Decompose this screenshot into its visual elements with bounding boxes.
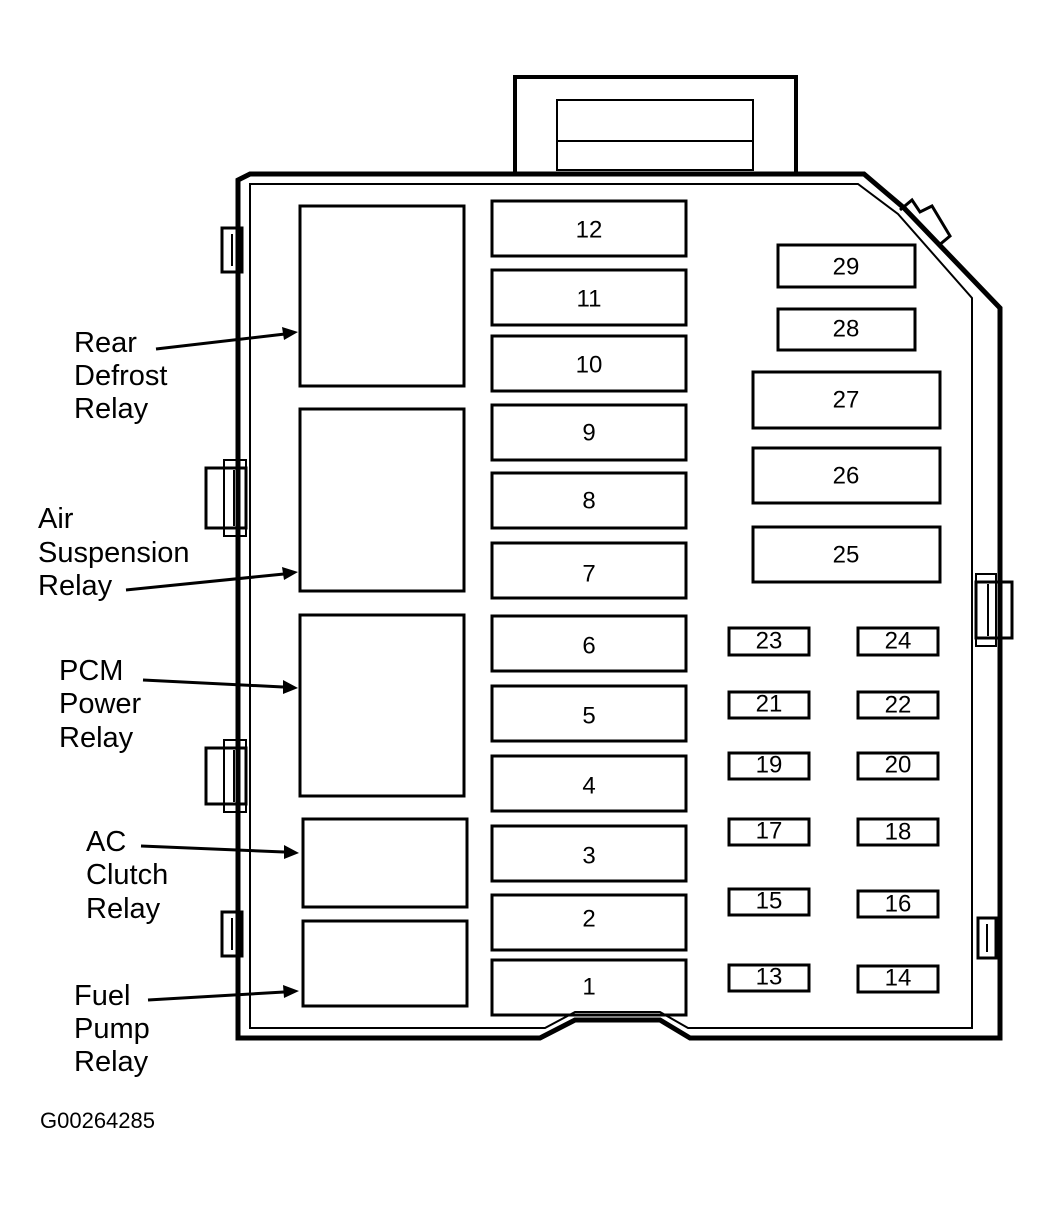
fuse-label: 18 — [885, 818, 912, 845]
fuse-11: 11 — [490, 268, 688, 327]
fuse-label: 29 — [833, 253, 860, 280]
fuse-label: 21 — [756, 690, 783, 717]
corner-latch — [899, 197, 952, 248]
label-pcm-power-line3: Relay — [59, 722, 134, 754]
fuse-label: 24 — [885, 627, 912, 654]
fuse-label: 6 — [582, 632, 595, 659]
fuse-label: 19 — [756, 751, 783, 778]
label-rear-defrost-line3: Relay — [74, 393, 149, 425]
label-fuel-pump-line2: Pump — [74, 1013, 150, 1045]
fuse-16: 16 — [856, 889, 940, 919]
fuse-label: 16 — [885, 890, 912, 917]
fuse-1: 1 — [490, 958, 688, 1017]
relay-socket-fuel-pump — [301, 919, 469, 1008]
relay-socket-rear-defrost — [298, 204, 466, 388]
relay-socket-ac-clutch — [301, 817, 469, 909]
top-connector-tab — [513, 75, 798, 176]
arrow-ac-clutch — [140, 844, 299, 859]
fuse-label: 9 — [582, 419, 595, 446]
right-clip — [974, 573, 1014, 647]
label-rear-defrost-line1: Rear — [74, 327, 137, 359]
fuse-23: 23 — [727, 626, 811, 657]
arrow-pcm-power — [142, 678, 298, 694]
figure-code: G00264285 — [40, 1108, 155, 1133]
right-large-fuse-group: 29 28 27 26 25 — [751, 243, 942, 584]
fuse-label: 23 — [756, 627, 783, 654]
right-latch-bottom — [976, 916, 998, 960]
arrow-air-suspension — [125, 567, 298, 592]
fuse-label: 26 — [833, 462, 860, 489]
fuse-label: 13 — [756, 963, 783, 990]
fuse-7: 7 — [490, 541, 688, 600]
fuse-6: 6 — [490, 614, 688, 673]
fuse-label: 1 — [582, 973, 595, 1000]
arrow-rear-defrost — [155, 327, 298, 351]
fuse-24: 24 — [856, 626, 940, 657]
fuse-label: 15 — [756, 887, 783, 914]
fuse-label: 28 — [833, 315, 860, 342]
fuse-21: 21 — [727, 690, 811, 720]
fuse-13: 13 — [727, 963, 811, 993]
fuse-label: 4 — [582, 772, 595, 799]
leader-arrows — [125, 327, 299, 1002]
mini-fuse-right-column: 24 22 20 18 16 14 — [856, 626, 940, 994]
label-air-suspension-line2: Suspension — [38, 537, 190, 569]
fuse-29: 29 — [776, 243, 917, 289]
fuse-18: 18 — [856, 817, 940, 847]
fuse-label: 27 — [833, 386, 860, 413]
fuse-label: 5 — [582, 702, 595, 729]
fuse-2: 2 — [490, 893, 688, 952]
label-rear-defrost-line2: Defrost — [74, 360, 167, 392]
fuse-15: 15 — [727, 887, 811, 917]
label-ac-clutch-line2: Clutch — [86, 859, 168, 891]
fuse-label: 14 — [885, 964, 912, 991]
fuse-label: 17 — [756, 817, 783, 844]
fuse-19: 19 — [727, 751, 811, 781]
left-clip-lower — [204, 739, 248, 813]
fuse-3: 3 — [490, 824, 688, 883]
left-clip-upper — [204, 459, 248, 537]
label-ac-clutch-line1: AC — [86, 826, 126, 858]
label-fuel-pump-line1: Fuel — [74, 980, 130, 1012]
fuse-label: 2 — [582, 905, 595, 932]
label-fuel-pump-line3: Relay — [74, 1046, 149, 1078]
fuse-label: 10 — [576, 351, 603, 378]
left-latch-top — [220, 226, 244, 274]
relay-socket-air-suspension — [298, 407, 466, 593]
fuse-label: 3 — [582, 842, 595, 869]
label-pcm-power-line2: Power — [59, 688, 142, 720]
fuse-panel-housing — [235, 171, 1003, 1041]
fuse-label: 25 — [833, 541, 860, 568]
fuse-12: 12 — [490, 199, 688, 258]
mini-fuse-left-column: 23 21 19 17 15 13 — [727, 626, 811, 993]
fuse-4: 4 — [490, 754, 688, 813]
left-latch-bottom — [220, 910, 244, 958]
fuse-label: 22 — [885, 691, 912, 718]
fuse-label: 11 — [577, 285, 602, 312]
fuse-5: 5 — [490, 684, 688, 743]
fuse-14: 14 — [856, 964, 940, 994]
fuse-20: 20 — [856, 751, 940, 781]
fuse-label: 8 — [582, 487, 595, 514]
label-ac-clutch-line3: Relay — [86, 893, 161, 925]
fuse-28: 28 — [776, 307, 917, 352]
fuse-8: 8 — [490, 471, 688, 530]
relay-socket-pcm-power — [298, 613, 466, 798]
fuse-9: 9 — [490, 403, 688, 462]
fuse-27: 27 — [751, 370, 942, 430]
fuse-26: 26 — [751, 446, 942, 505]
label-pcm-power-line1: PCM — [59, 655, 123, 687]
fuse-17: 17 — [727, 817, 811, 847]
fuse-25: 25 — [751, 525, 942, 584]
fuse-label: 7 — [582, 560, 595, 587]
fuse-22: 22 — [856, 690, 940, 720]
label-air-suspension-line3: Relay — [38, 570, 113, 602]
fuse-10: 10 — [490, 334, 688, 393]
label-air-suspension-line1: Air — [38, 503, 74, 535]
main-fuse-column: 12 11 10 9 8 7 6 5 — [490, 199, 688, 1017]
arrow-fuel-pump — [147, 985, 299, 1002]
fuse-label: 20 — [885, 751, 912, 778]
fuse-label: 12 — [576, 216, 603, 243]
